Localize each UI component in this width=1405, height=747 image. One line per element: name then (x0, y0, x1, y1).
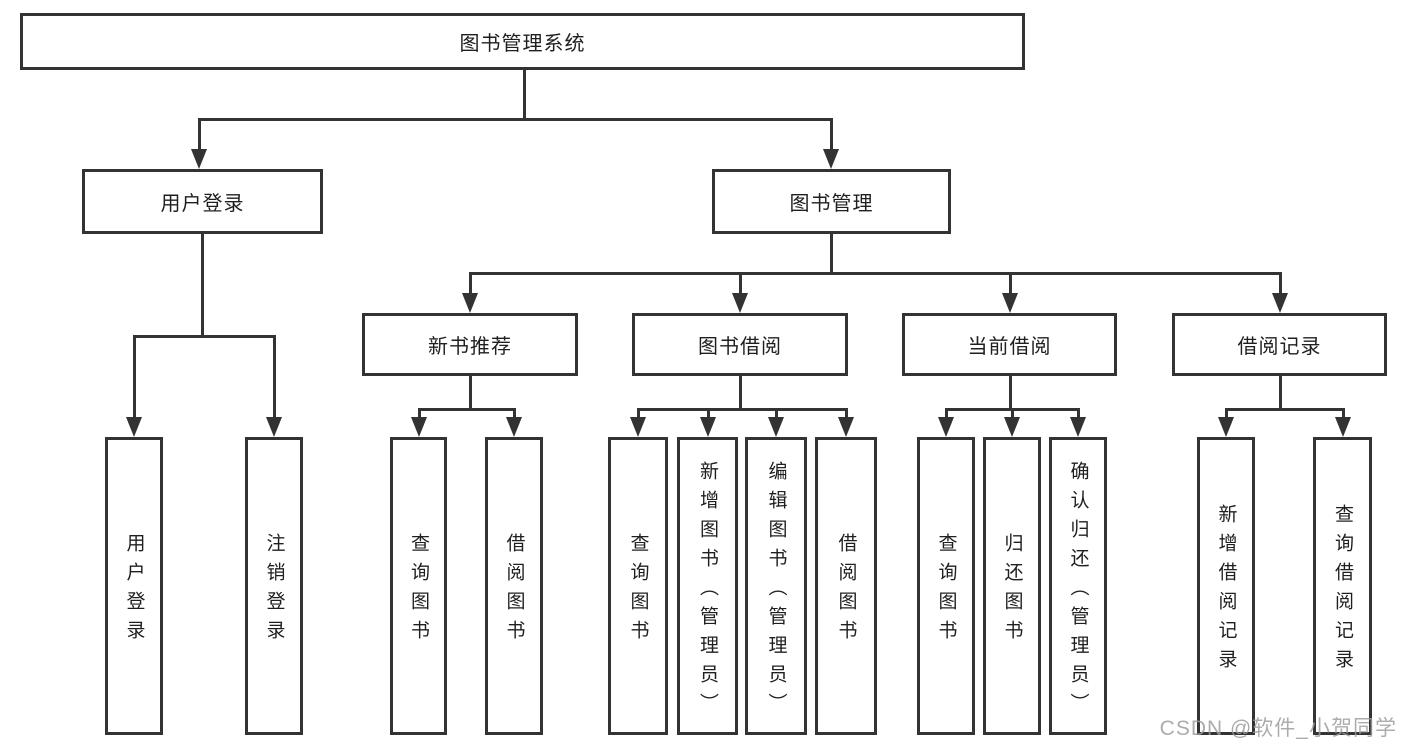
connector-line (945, 408, 948, 421)
arrow-down-icon (506, 417, 522, 437)
connector-line (1225, 408, 1228, 421)
arrow-down-icon (1004, 417, 1020, 437)
leaf-borrow-books-2: 借阅图书 (815, 437, 877, 735)
connector-line (513, 408, 516, 421)
leaf-label: 新增图书（管理员） (697, 460, 718, 722)
connector-line (198, 118, 201, 153)
connector-line (739, 376, 742, 410)
arrow-down-icon (700, 417, 716, 437)
leaf-query-books-2: 查询图书 (608, 437, 668, 735)
node-label: 图书借阅 (698, 336, 782, 358)
connector-line (845, 408, 848, 421)
arrow-down-icon (823, 149, 839, 169)
leaf-query-borrow-record: 查询借阅记录 (1313, 437, 1372, 735)
connector-line (469, 272, 1282, 275)
arrow-down-icon (838, 417, 854, 437)
node-current-borrowing: 当前借阅 (902, 313, 1117, 376)
connector-line (201, 234, 204, 337)
connector-line (707, 408, 710, 421)
leaf-label: 查询图书 (627, 533, 649, 649)
connector-line (523, 70, 526, 120)
leaf-label: 确认归还（管理员） (1067, 460, 1089, 722)
leaf-label: 注销登录 (263, 533, 285, 649)
node-label: 图书管理 (789, 193, 874, 215)
connector-line (1009, 376, 1012, 410)
connector-line (273, 335, 276, 421)
connector-line (1342, 408, 1345, 421)
leaf-query-books-1: 查询图书 (390, 437, 447, 735)
connector-line (1225, 408, 1344, 411)
node-label: 借阅记录 (1237, 336, 1322, 358)
arrow-down-icon (266, 417, 282, 437)
arrow-down-icon (768, 417, 784, 437)
node-label: 用户登录 (160, 193, 245, 215)
leaf-label: 新增借阅记录 (1215, 504, 1237, 678)
connector-line (418, 408, 516, 411)
node-user-login: 用户登录 (82, 169, 323, 234)
node-book-borrowing: 图书借阅 (632, 313, 848, 376)
node-new-book-recommendation: 新书推荐 (362, 313, 578, 376)
leaf-label: 查询图书 (408, 533, 429, 649)
arrow-down-icon (126, 417, 142, 437)
leaf-query-books-3: 查询图书 (917, 437, 975, 735)
arrow-down-icon (462, 293, 478, 313)
leaf-confirm-return-admin: 确认归还（管理员） (1049, 437, 1107, 735)
leaf-borrow-books-1: 借阅图书 (485, 437, 543, 735)
leaf-label: 查询图书 (935, 533, 957, 649)
arrow-down-icon (411, 417, 427, 437)
leaf-label: 归还图书 (1001, 533, 1023, 649)
leaf-label: 用户登录 (123, 533, 145, 649)
arrow-down-icon (1272, 293, 1288, 313)
leaf-user-login: 用户登录 (105, 437, 163, 735)
arrow-down-icon (1335, 417, 1351, 437)
connector-line (1077, 408, 1080, 421)
connector-line (198, 118, 833, 121)
connector-line (1279, 272, 1282, 297)
node-borrowing-records: 借阅记录 (1172, 313, 1387, 376)
csdn-watermark: CSDN @软件_小贺同学 (1159, 717, 1397, 740)
connector-line (637, 408, 847, 411)
node-label: 图书管理系统 (459, 33, 586, 55)
connector-line (1009, 272, 1012, 297)
leaf-return-books: 归还图书 (983, 437, 1041, 735)
node-book-management: 图书管理 (712, 169, 951, 234)
connector-line (469, 376, 472, 410)
leaf-label: 借阅图书 (835, 533, 857, 649)
arrow-down-icon (1218, 417, 1234, 437)
connector-line (637, 408, 640, 421)
connector-line (418, 408, 421, 421)
connector-line (133, 335, 276, 338)
connector-line (1011, 408, 1014, 421)
node-label: 当前借阅 (967, 336, 1052, 358)
leaf-edit-books-admin: 编辑图书（管理员） (745, 437, 807, 735)
arrow-down-icon (1070, 417, 1086, 437)
node-root-library-system: 图书管理系统 (20, 13, 1025, 70)
arrow-down-icon (1002, 293, 1018, 313)
leaf-logout: 注销登录 (245, 437, 303, 735)
leaf-add-borrow-record: 新增借阅记录 (1197, 437, 1255, 735)
connector-line (133, 335, 136, 421)
arrow-down-icon (938, 417, 954, 437)
connector-line (775, 408, 778, 421)
leaf-add-books-admin: 新增图书（管理员） (677, 437, 738, 735)
connector-line (1279, 376, 1282, 410)
connector-line (739, 272, 742, 297)
leaf-label: 编辑图书（管理员） (765, 460, 787, 722)
node-label: 新书推荐 (428, 336, 512, 358)
arrow-down-icon (191, 149, 207, 169)
arrow-down-icon (630, 417, 646, 437)
leaf-label: 借阅图书 (503, 533, 525, 649)
arrow-down-icon (732, 293, 748, 313)
connector-line (469, 272, 472, 297)
leaf-label: 查询借阅记录 (1332, 504, 1353, 678)
connector-line (830, 118, 833, 153)
connector-line (830, 234, 833, 274)
